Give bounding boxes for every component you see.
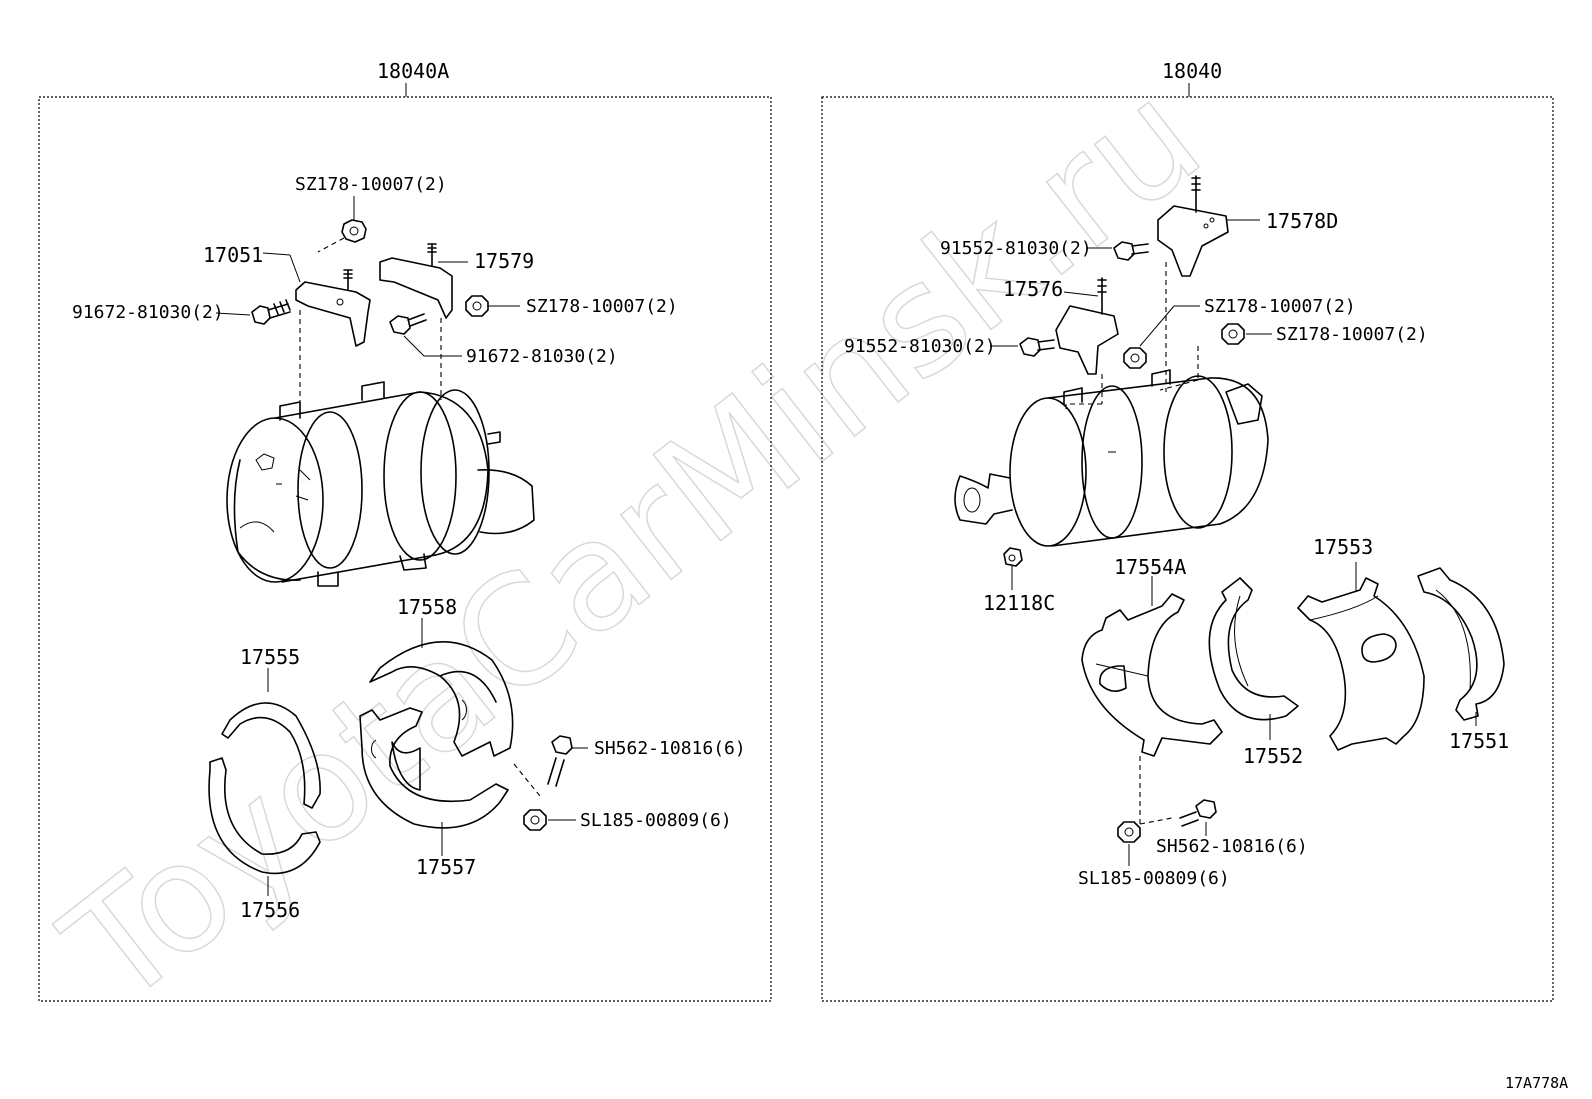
bracket-17051[interactable] (295, 269, 371, 347)
label-17552: 17552 (1243, 744, 1303, 768)
bolt-sh562-right[interactable] (1179, 799, 1217, 827)
label-17051: 17051 (203, 243, 263, 267)
label-91672-right: 91672-81030(2) (466, 346, 618, 367)
shield-17553[interactable] (1297, 577, 1425, 751)
bolt-91552-top[interactable] (1113, 241, 1149, 261)
bolt-91552-mid[interactable] (1019, 337, 1055, 357)
label-17556: 17556 (240, 898, 300, 922)
label-17555: 17555 (240, 645, 300, 669)
right-panel-title: 18040 (1162, 59, 1222, 83)
label-sl185-right: SL185-00809(6) (1078, 868, 1230, 889)
label-17558: 17558 (397, 595, 457, 619)
label-17576: 17576 (1003, 277, 1063, 301)
label-sl185-left: SL185-00809(6) (580, 810, 732, 831)
bolt-sh562-left[interactable] (547, 735, 573, 787)
left-panel-frame (38, 96, 772, 1002)
label-17579: 17579 (474, 249, 534, 273)
label-sz178-right: SZ178-10007(2) (526, 296, 678, 317)
label-17578d: 17578D (1266, 209, 1338, 233)
nut-sl185-right[interactable] (1117, 821, 1141, 843)
label-sh562-left: SH562-10816(6) (594, 738, 746, 759)
nut-sz178-top[interactable] (341, 219, 367, 243)
reference-code: 17A778A (1505, 1074, 1568, 1092)
bolt-91672-right[interactable] (389, 313, 427, 335)
nut-sz178-b[interactable] (1221, 323, 1245, 345)
bracket-17578d[interactable] (1157, 175, 1229, 277)
label-17554a: 17554A (1114, 555, 1186, 579)
right-panel-frame (821, 96, 1554, 1002)
label-17557: 17557 (416, 855, 476, 879)
left-panel-title: 18040A (377, 59, 449, 83)
band-17551[interactable] (1417, 567, 1505, 721)
band-17555[interactable] (221, 702, 321, 809)
bracket-17579[interactable] (379, 243, 453, 319)
label-sz178-b: SZ178-10007(2) (1276, 324, 1428, 345)
band-17552[interactable] (1208, 577, 1299, 721)
converter-assembly-right[interactable] (954, 369, 1269, 547)
label-12118c: 12118C (983, 591, 1055, 615)
bolt-91672-left[interactable] (251, 299, 291, 325)
right-panel: 18040 17578D 91552-81030(2) 17576 (821, 59, 1554, 1002)
label-17551: 17551 (1449, 729, 1509, 753)
converter-assembly-left[interactable] (226, 381, 535, 587)
shield-17557[interactable] (359, 707, 509, 829)
shield-17558[interactable] (369, 641, 514, 757)
shield-17554a[interactable] (1081, 593, 1223, 757)
label-91552-top: 91552-81030(2) (940, 238, 1092, 259)
nut-sl185-left[interactable] (523, 809, 547, 831)
label-91672-left: 91672-81030(2) (72, 302, 224, 323)
watermark-text: ToyotaCarMinsk.ru (34, 50, 1232, 1039)
band-17556[interactable] (208, 757, 321, 875)
bracket-17576[interactable] (1055, 277, 1119, 375)
label-17553: 17553 (1313, 535, 1373, 559)
gasket-12118c[interactable] (1003, 547, 1023, 567)
nut-sz178-right[interactable] (465, 295, 489, 317)
label-sz178-top: SZ178-10007(2) (295, 174, 447, 195)
label-91552-mid: 91552-81030(2) (844, 336, 996, 357)
label-sz178-a: SZ178-10007(2) (1204, 296, 1356, 317)
label-sh562-right: SH562-10816(6) (1156, 836, 1308, 857)
nut-sz178-a[interactable] (1123, 347, 1147, 369)
left-panel: 18040A SZ178-10007(2) 17051 17579 (38, 59, 772, 1002)
